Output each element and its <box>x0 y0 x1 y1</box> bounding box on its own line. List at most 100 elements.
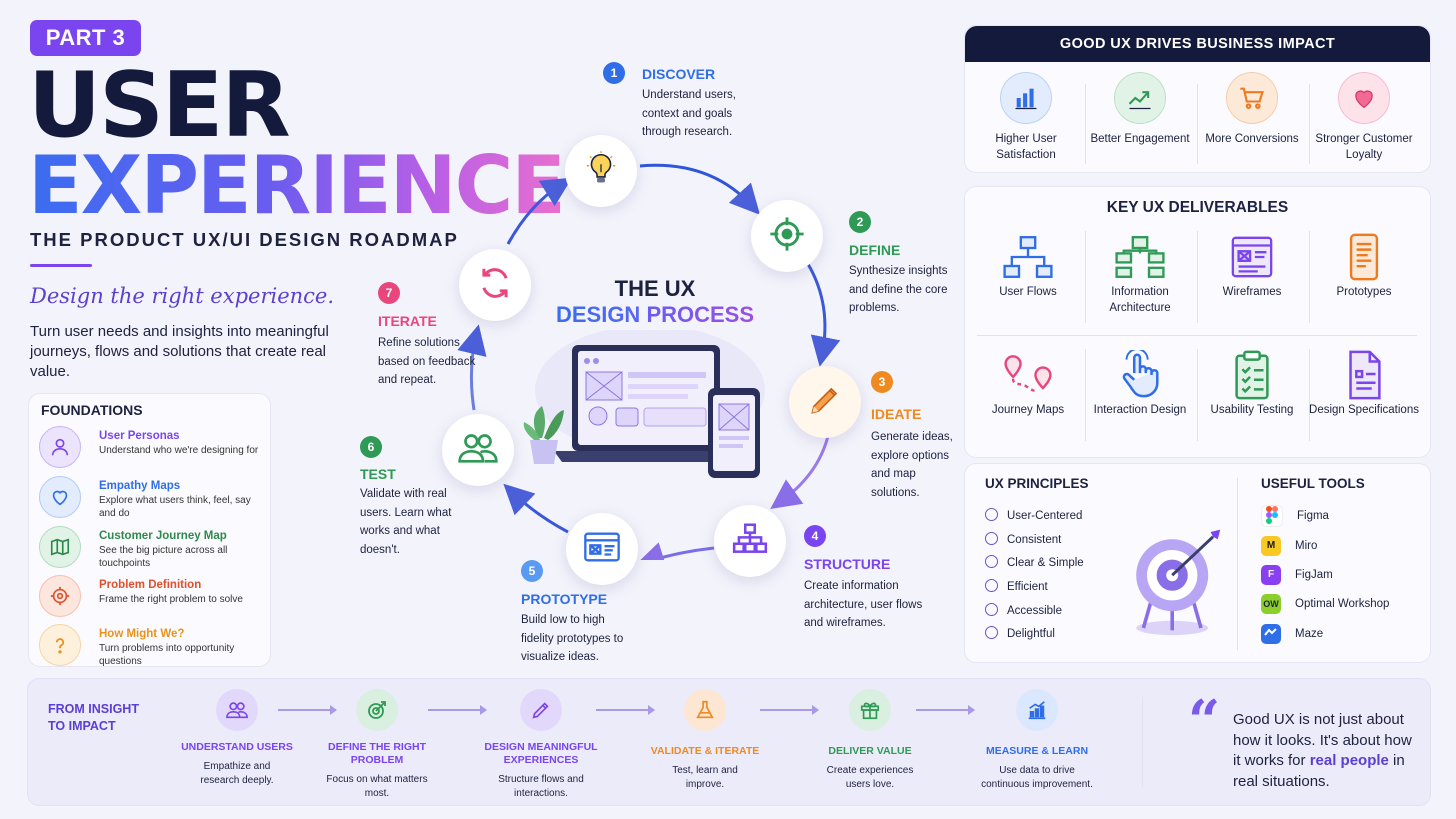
principle-item: Clear & Simple <box>985 554 1084 572</box>
structure-circle <box>714 505 786 577</box>
separator <box>1309 349 1310 441</box>
process-title-design: DESIGN <box>555 302 647 327</box>
deliverable-item: Information Architecture <box>1085 229 1195 316</box>
deliverable-item: Prototypes <box>1309 229 1419 301</box>
separator <box>1142 697 1143 787</box>
principles-heading: UX PRINCIPLES <box>985 476 1089 491</box>
foundations-card: FOUNDATIONS User Personas Understand who… <box>28 393 271 667</box>
tools-heading: USEFUL TOOLS <box>1261 476 1365 491</box>
quote-part: in real situations. <box>1233 752 1405 790</box>
target-icon <box>39 575 81 617</box>
tool-label: FigJam <box>1295 569 1333 581</box>
target-icon <box>768 215 806 258</box>
map-icon <box>39 526 81 568</box>
impact-step-desc: Focus on what matters most. <box>326 774 428 799</box>
process-title-process: PROCESS <box>646 302 755 327</box>
separator <box>1309 84 1310 164</box>
tool-item: M Miro <box>1261 535 1317 557</box>
foundation-title: User Personas <box>99 430 180 442</box>
foundation-desc: Frame the right problem to solve <box>99 594 243 605</box>
deliverable-item: Interaction Design <box>1085 347 1195 419</box>
step-number: 5 <box>521 560 543 582</box>
step-desc: Create information architecture, user fl… <box>804 580 923 629</box>
step-title-ideate: IDEATE <box>871 406 922 422</box>
tagline: Design the right experience. <box>30 284 335 308</box>
impact-item: More Conversions <box>1197 72 1307 148</box>
arrow-icon <box>278 705 337 715</box>
intro-text: Turn user needs and insights into meanin… <box>30 323 329 380</box>
impact-item: Higher User Satisfaction <box>971 72 1081 163</box>
flask-icon <box>684 689 726 731</box>
person-icon <box>39 426 81 468</box>
deliverable-label: Information Architecture <box>1109 286 1171 314</box>
impact-step-desc: Structure flows and interactions. <box>498 774 584 799</box>
foundation-title: Empathy Maps <box>99 480 181 492</box>
pointer-icon <box>1085 347 1195 403</box>
step-number: 3 <box>871 371 893 393</box>
lightbulb-icon <box>582 150 620 193</box>
impact-item: Better Engagement <box>1085 72 1195 148</box>
separator <box>1085 84 1086 164</box>
define-circle <box>751 200 823 272</box>
step-title-test: TEST <box>360 466 396 482</box>
title-user: USER <box>28 53 291 158</box>
check-icon <box>985 626 998 639</box>
principle-label: User-Centered <box>1007 510 1083 522</box>
foundation-title: Customer Journey Map <box>99 530 227 542</box>
maze-icon <box>1261 623 1281 644</box>
miro-icon: M <box>1261 535 1281 556</box>
tool-label: Figma <box>1297 510 1329 523</box>
impact-step-desc: Test, learn and improve. <box>672 765 738 790</box>
deliverable-item: Wireframes <box>1197 229 1307 301</box>
separator <box>1197 231 1198 323</box>
subtitle: THE PRODUCT UX/UI DESIGN ROADMAP <box>30 229 459 250</box>
step-desc: Validate with real users. Learn what wor… <box>360 488 452 556</box>
discover-circle <box>565 135 637 207</box>
insight-to-impact-strip: FROM INSIGHT TO IMPACT UNDERSTAND USERS … <box>27 678 1431 806</box>
impact-step-label: MEASURE & LEARN <box>985 745 1089 757</box>
heart-icon <box>1338 72 1390 124</box>
deliverables-card: KEY UX DELIVERABLES User Flows Informati… <box>964 186 1431 458</box>
foundation-desc: Understand who we're designing for <box>99 445 259 456</box>
impact-step: DESIGN MEANINGFUL EXPERIENCES Structure … <box>466 689 616 801</box>
users-icon <box>216 689 258 731</box>
business-impact-card: GOOD UX DRIVES BUSINESS IMPACT Higher Us… <box>964 25 1431 173</box>
principle-label: Efficient <box>1007 581 1048 593</box>
impact-step-desc: Create experiences users love. <box>826 765 914 790</box>
step-desc: Build low to high fidelity prototypes to… <box>521 614 624 663</box>
impact-label: More Conversions <box>1205 133 1299 145</box>
journey-icon <box>973 347 1083 403</box>
refresh-icon <box>476 264 514 307</box>
impact-step-label: DELIVER VALUE <box>828 745 912 757</box>
impact-item: Stronger Customer Loyalty <box>1309 72 1419 163</box>
step-number: 4 <box>804 525 826 547</box>
figma-icon <box>1261 505 1283 527</box>
principles-tools-card: UX PRINCIPLES User-Centered Consistent C… <box>964 463 1431 663</box>
deliverable-label: Usability Testing <box>1210 404 1294 416</box>
divider <box>30 264 92 267</box>
foundation-desc: Explore what users think, feel, say and … <box>99 495 251 519</box>
principle-label: Consistent <box>1007 534 1062 546</box>
process-title: THE UX DESIGN PROCESS <box>540 276 770 328</box>
principle-label: Delightful <box>1007 628 1055 640</box>
step-number: 1 <box>603 62 625 84</box>
deliverable-item: Design Specifications <box>1309 347 1419 419</box>
tool-label: Miro <box>1295 540 1318 552</box>
quote-icon: “ <box>1188 688 1221 754</box>
principle-item: Efficient <box>985 578 1048 596</box>
check-icon <box>985 532 998 545</box>
principle-item: Accessible <box>985 602 1062 620</box>
deliverables-heading: KEY UX DELIVERABLES <box>1106 199 1289 216</box>
foundation-title: Problem Definition <box>99 579 202 591</box>
deliverable-label: Journey Maps <box>991 404 1065 416</box>
tool-item: Maze <box>1261 623 1323 645</box>
quote-part: Good UX is not just about how it looks. … <box>1233 711 1412 769</box>
check-icon <box>985 579 998 592</box>
separator <box>1085 231 1086 323</box>
deliverable-item: User Flows <box>973 229 1083 301</box>
step-number: 6 <box>360 436 382 458</box>
quote-highlight: real people <box>1309 752 1389 769</box>
separator <box>1309 231 1310 323</box>
